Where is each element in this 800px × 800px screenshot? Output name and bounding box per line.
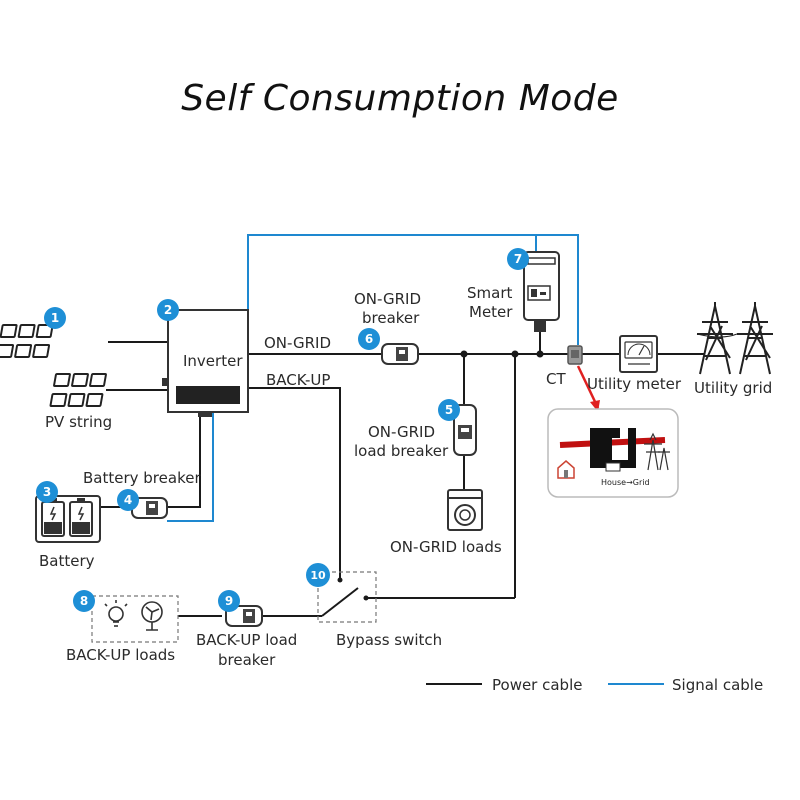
battery-icon [41,498,93,537]
backup-load-breaker: BACK-UP load breaker [196,605,297,669]
bypass-switch-label: Bypass switch [336,631,442,649]
cable-icon [559,437,666,448]
legend: Power cable Signal cable [426,676,763,694]
smart-meter-label-line1: Smart [467,284,512,302]
utility-meter-label: Utility meter [587,375,682,393]
svg-text:6: 6 [365,332,373,346]
junction-dots [460,350,544,358]
svg-text:7: 7 [514,252,522,266]
badge-4: 4 [117,489,139,511]
fan-icon [141,601,163,631]
on-grid-load-breaker-label-line1: ON-GRID [368,423,435,441]
badge-3: 3 [36,481,58,503]
ct-inset: House→Grid [547,408,679,498]
ct-arrow [576,365,600,409]
badge-8: 8 [73,590,95,612]
backup-port-label: BACK-UP [266,371,330,389]
utility-grid-pylon-icon [696,302,773,375]
badge-6: 6 [358,328,380,350]
on-grid-loads-label: ON-GRID loads [390,538,502,556]
badge-10: 10 [306,563,330,587]
svg-text:4: 4 [124,493,132,507]
on-grid-port-label: ON-GRID [264,334,331,352]
ct-label: CT [546,370,566,388]
backup-load-breaker-label-line2: breaker [218,651,276,669]
power-cables [100,332,705,617]
inverter-bottom-port [198,412,212,417]
badge-5: 5 [438,399,460,421]
smart-meter-label-line2: Meter [469,303,513,321]
inverter-display [176,386,240,404]
pylon-icon [644,432,670,471]
svg-text:10: 10 [310,569,326,582]
diagram-title: Self Consumption Mode [181,78,619,119]
svg-text:1: 1 [51,311,59,325]
pv-string-label: PV string [45,413,112,431]
ct-clamp-closeup-icon [590,428,636,468]
pv-string: PV string [0,324,112,431]
legend-power-label: Power cable [492,676,582,694]
backup-load-breaker-label-line1: BACK-UP load [196,631,297,649]
svg-text:3: 3 [43,485,51,499]
on-grid-load-breaker-label-line2: load breaker [354,442,449,460]
badge-9: 9 [218,590,240,612]
inverter: Inverter [162,309,249,417]
svg-text:5: 5 [445,403,453,417]
svg-text:9: 9 [225,594,233,608]
inverter-port [162,378,168,386]
battery-breaker: Battery breaker [83,469,201,519]
solar-panel-icon [49,373,107,407]
svg-text:8: 8 [80,594,88,608]
badge-2: 2 [157,299,179,321]
utility-meter-icon [619,335,658,373]
ct-clamp-icon [567,345,583,365]
utility-grid-label: Utility grid [694,379,772,397]
bypass-switch: Bypass switch [317,571,442,649]
on-grid-load-breaker: ON-GRID load breaker [354,404,477,460]
legend-signal-label: Signal cable [672,676,763,694]
badges: 1 2 3 4 5 6 7 8 9 10 [36,248,529,612]
washing-machine-icon [447,489,483,531]
badge-1: 1 [44,307,66,329]
on-grid-breaker: ON-GRID breaker [354,290,421,365]
house-icon [557,460,575,479]
on-grid-breaker-label-line1: ON-GRID [354,290,421,308]
backup-loads: BACK-UP loads [66,595,179,664]
signal-cables [167,234,579,522]
solar-panel-icon [0,324,54,358]
inverter-label: Inverter [183,352,243,370]
smart-meter: Smart Meter [467,251,560,332]
battery-breaker-label: Battery breaker [83,469,201,487]
on-grid-breaker-label-line2: breaker [362,309,420,327]
ct-inset-direction: House→Grid [601,478,650,487]
svg-text:2: 2 [164,303,172,317]
battery: Battery [35,495,101,570]
badge-7: 7 [507,248,529,270]
backup-loads-label: BACK-UP loads [66,646,175,664]
light-bulb-icon [104,600,128,627]
battery-label: Battery [39,552,95,570]
